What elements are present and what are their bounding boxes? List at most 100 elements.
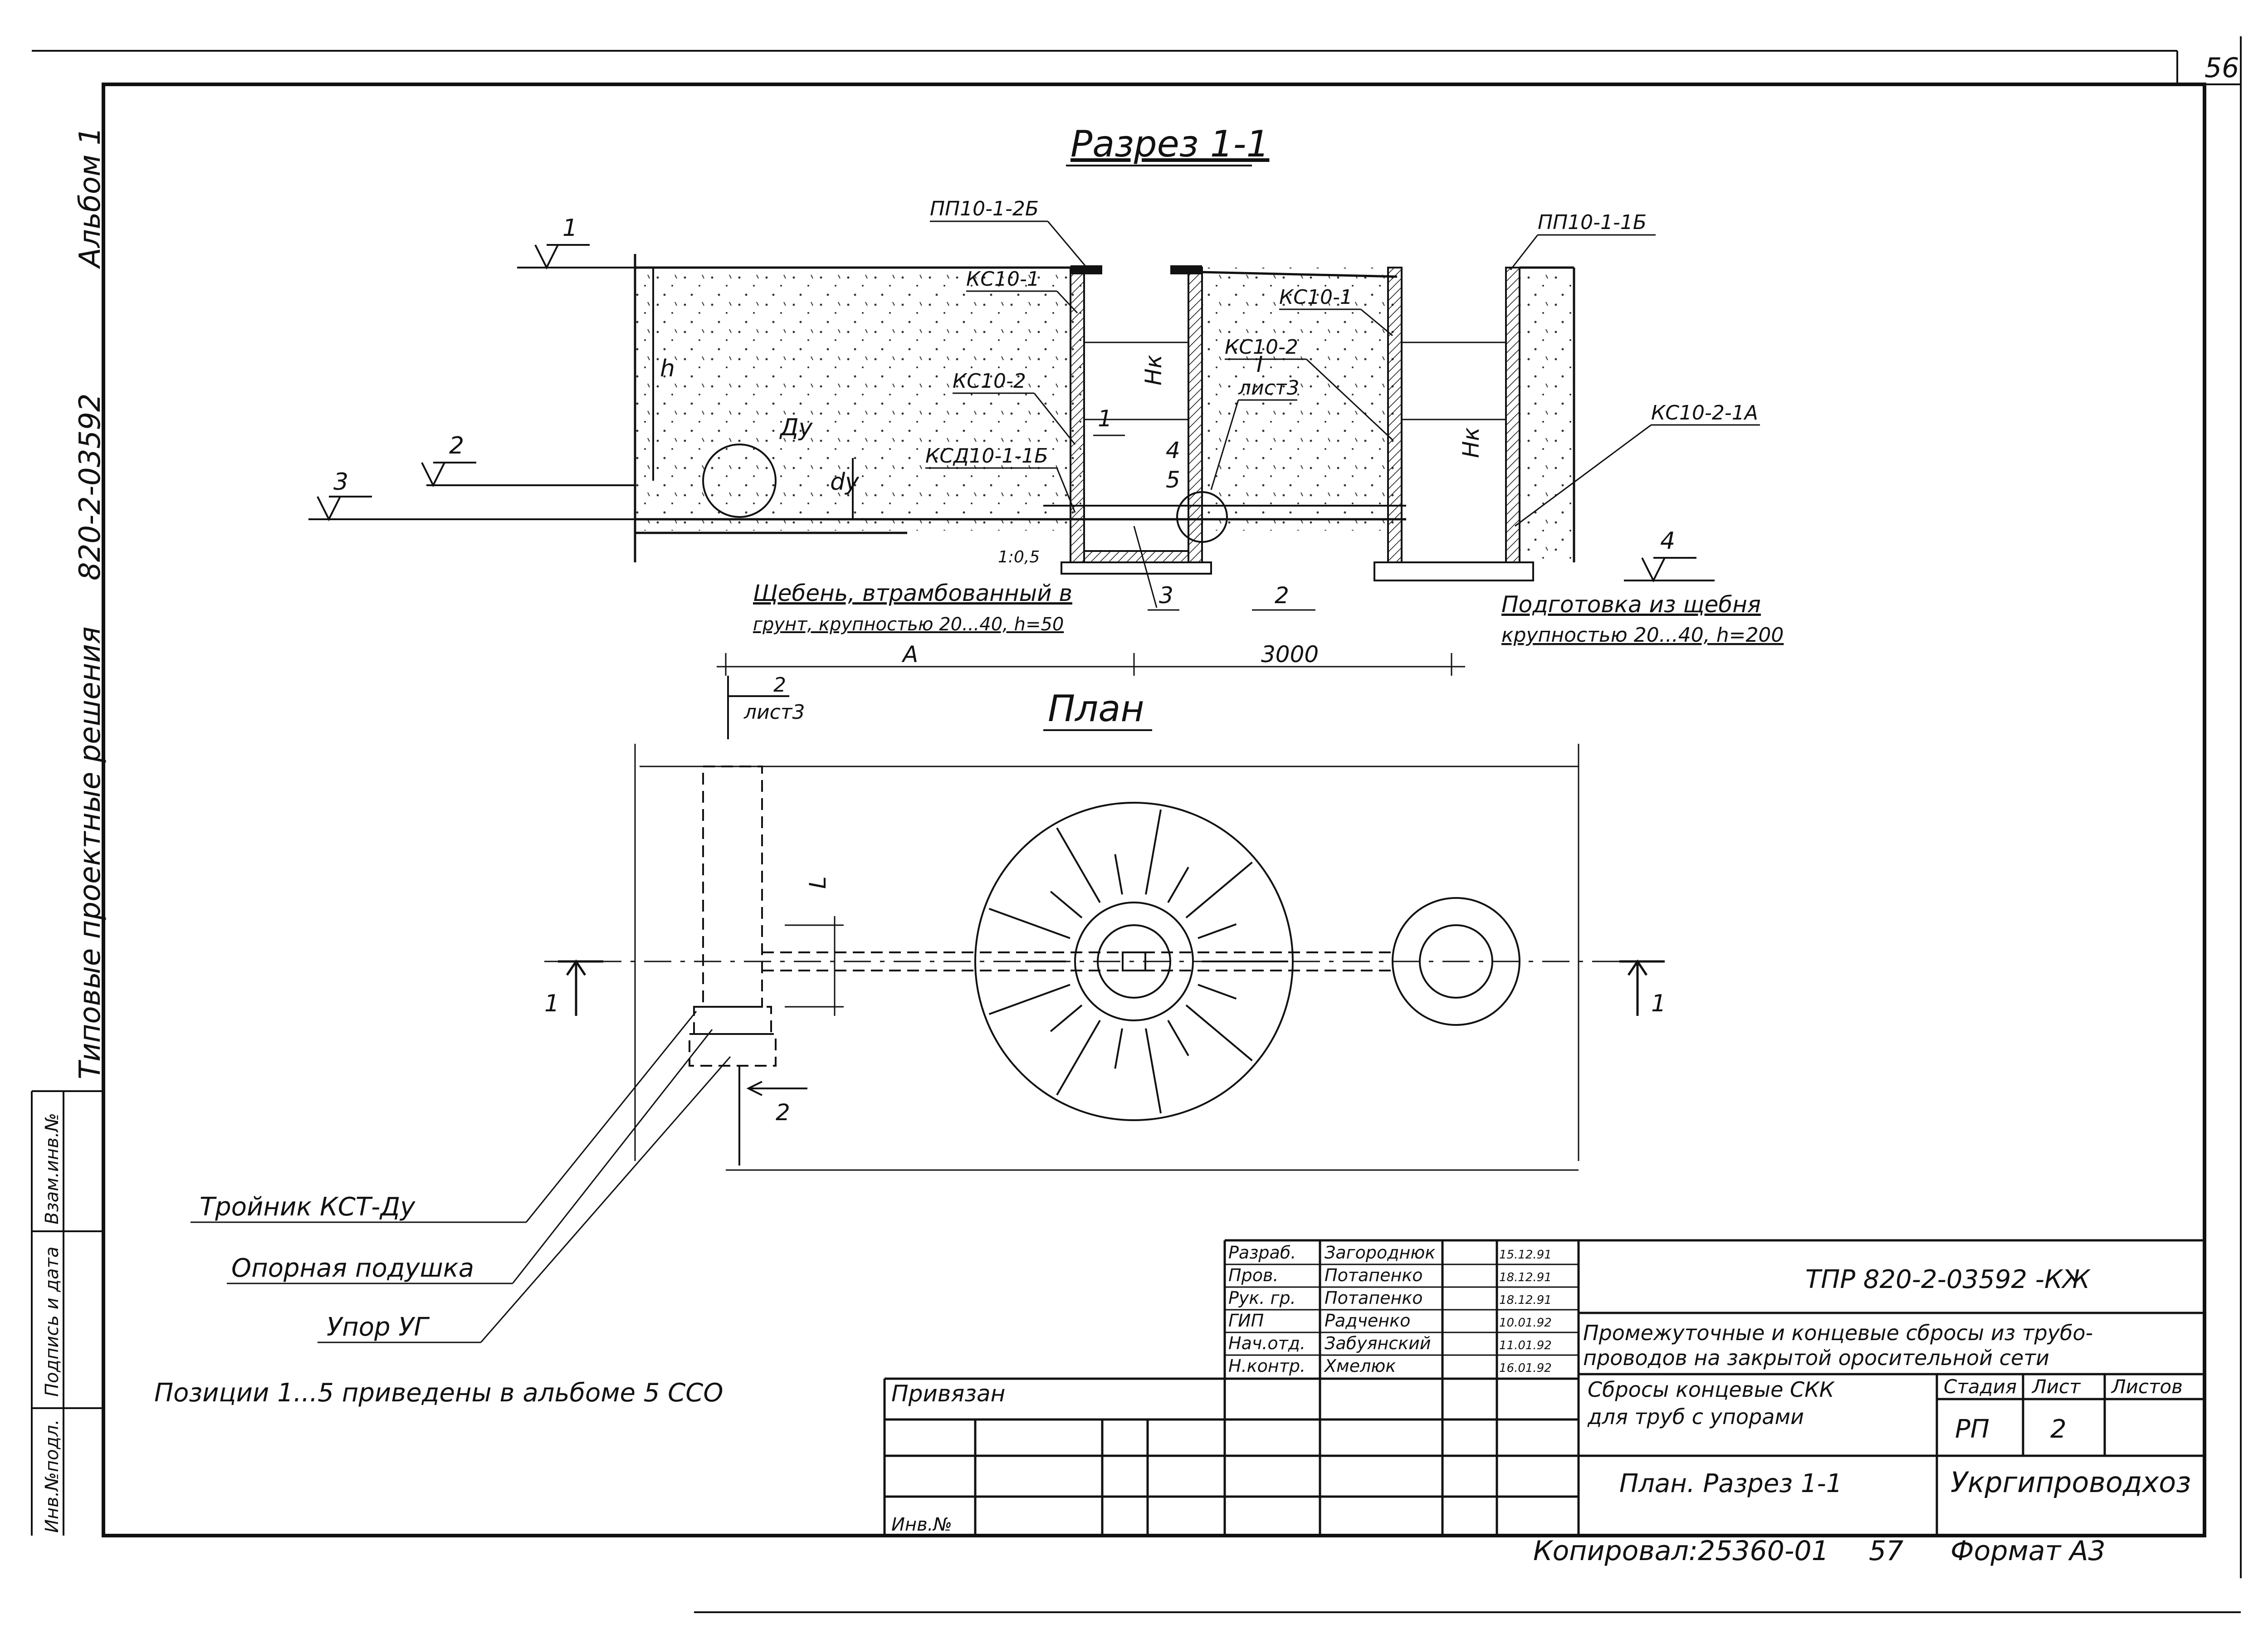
ks2-right-label: КС10-2 — [1225, 336, 1298, 359]
doc-code-label: 820-2-03592 — [73, 393, 107, 580]
title-block-role: ГИП — [1228, 1311, 1264, 1331]
well-spoke — [1185, 1004, 1253, 1062]
album-label: Альбом 1 — [73, 127, 107, 269]
dim-a-label: А — [901, 641, 918, 668]
format-label: Формат А3 — [1950, 1535, 2106, 1567]
well-spoke — [1056, 827, 1101, 903]
leader-lines — [191, 1011, 731, 1343]
dim-l-label: L — [805, 876, 831, 889]
title-block-role: Разраб. — [1228, 1243, 1296, 1263]
slope-label: 1:0,5 — [998, 548, 1040, 566]
well-spoke — [1050, 1004, 1083, 1032]
label-tee: Тройник КСТ-Ду — [200, 1192, 415, 1222]
series-label: Типовые проектные решения — [73, 626, 107, 1079]
page-number: 56 — [2204, 52, 2239, 84]
designation: ТПР 820-2-03592 -КЖ — [1805, 1265, 2091, 1294]
ksd-label: КСД10-1-1Б — [925, 444, 1048, 468]
cut-ref-2 — [727, 676, 807, 1166]
title-block-date: 18.12.91 — [1499, 1293, 1552, 1307]
pos-4-label: 4 — [1166, 437, 1180, 463]
well-spoke — [1050, 891, 1083, 919]
title-block-date: 10.01.92 — [1499, 1316, 1552, 1330]
prep-note-line1: Подготовка из щебня — [1501, 591, 1761, 618]
title-block-date: 18.12.91 — [1499, 1271, 1552, 1284]
sheet-frame — [32, 36, 2242, 1613]
title-block-role: Нач.отд. — [1228, 1333, 1305, 1353]
copied-number: 57 — [1869, 1535, 1903, 1567]
title-block — [883, 1239, 2204, 1536]
stamp-inv-orig: Инв.№подл. — [42, 1419, 63, 1533]
well-spoke — [988, 984, 1070, 1015]
sheet-no-value: 2 — [2050, 1415, 2067, 1444]
well-spoke — [1145, 809, 1162, 895]
stage-value: РП — [1955, 1415, 1989, 1444]
section-title: Разрез 1-1 — [1070, 123, 1269, 165]
title-block-name: Потапенко — [1325, 1265, 1423, 1285]
prep-note-line2: крупностью 20...40, h=200 — [1501, 624, 1784, 647]
sheets-head: Листов — [2111, 1375, 2183, 1398]
title-block-role: Рук. гр. — [1228, 1288, 1296, 1308]
pipe — [702, 444, 1406, 543]
plan-title: План — [1048, 688, 1144, 730]
h-label: h — [660, 355, 675, 382]
cut-left-label: 1 — [544, 990, 559, 1017]
well-spoke — [1114, 1028, 1123, 1069]
hk-left-label: Нк — [1140, 355, 1167, 385]
tee-dashed — [689, 766, 1397, 1067]
label-stop: Упор УГ — [327, 1312, 430, 1342]
cut-ref-num: 2 — [773, 673, 786, 697]
node-i-label: I — [1256, 352, 1263, 377]
stamp-inv-repl: Взам.инв.№ — [42, 1113, 63, 1224]
ks-a-label: КС10-2-1А — [1651, 401, 1758, 424]
well-spoke — [1198, 984, 1237, 1000]
large-well-plan — [974, 802, 1294, 1121]
pos-2-label: 2 — [1275, 582, 1289, 609]
stamp-sign-date: Подпись и дата — [42, 1247, 63, 1397]
gravel-note-line2: грунт, крупностью 20...40, h=50 — [753, 614, 1064, 635]
bound-label: Привязан — [891, 1380, 1005, 1407]
hk-right-label: Нк — [1458, 427, 1484, 458]
well-spoke — [1114, 854, 1123, 895]
level-2-label: 2 — [449, 432, 464, 459]
well-spoke — [1185, 861, 1253, 919]
dim-3000-label: 3000 — [1261, 641, 1319, 668]
stage-head: Стадия — [1944, 1375, 2017, 1398]
title-block-role: Н.контр. — [1228, 1356, 1305, 1376]
pos-3-label: 3 — [1159, 582, 1173, 609]
title-block-role: Пров. — [1228, 1265, 1278, 1285]
ks1-right-label: КС10-1 — [1279, 286, 1353, 309]
positions-note: Позиции 1...5 приведены в альбоме 5 ССО — [154, 1378, 723, 1408]
ks1-left-label: КС10-1 — [966, 268, 1040, 291]
sheet-title: План. Разрез 1-1 — [1619, 1469, 1842, 1498]
pos-5-label: 5 — [1166, 467, 1180, 493]
title-block-name: Забуянский — [1325, 1333, 1431, 1353]
soil-left — [635, 268, 1084, 531]
title-block-name: Потапенко — [1325, 1288, 1423, 1308]
organization: Укргипроводхоз — [1950, 1466, 2191, 1499]
section-dimensions — [717, 653, 1465, 676]
cut-ref-sheet: лист3 — [743, 701, 805, 724]
dim-l — [785, 916, 844, 1016]
title-block-name: Радченко — [1325, 1311, 1410, 1331]
item-line2: для труб с упорами — [1587, 1405, 1804, 1429]
well-spoke — [988, 907, 1070, 939]
copied-label: Копировал:25360-01 — [1533, 1535, 1829, 1567]
dy-label: dy — [830, 468, 860, 496]
title-block-date: 15.12.91 — [1499, 1248, 1552, 1262]
pos-1-label: 1 — [1098, 405, 1112, 432]
well-left — [1061, 265, 1212, 575]
du-label: Ду — [779, 414, 813, 441]
title-block-date: 16.01.92 — [1499, 1361, 1552, 1375]
section-view: Разрез 1-1 — [308, 123, 1784, 676]
well-spoke — [1056, 1019, 1101, 1096]
left-margin: Альбом 1 820-2-03592 Типовые проектные р… — [31, 127, 107, 1536]
inv-no-label: Инв.№ — [891, 1514, 952, 1535]
gravel-note-line1: Щебень, втрамбованный в — [753, 580, 1072, 606]
well-spoke — [1167, 1019, 1189, 1056]
pp-right-label: ПП10-1-1Б — [1538, 211, 1647, 234]
level-3-label: 3 — [333, 468, 348, 496]
cut-marks — [558, 959, 1665, 1016]
well-spoke — [1145, 1028, 1162, 1114]
